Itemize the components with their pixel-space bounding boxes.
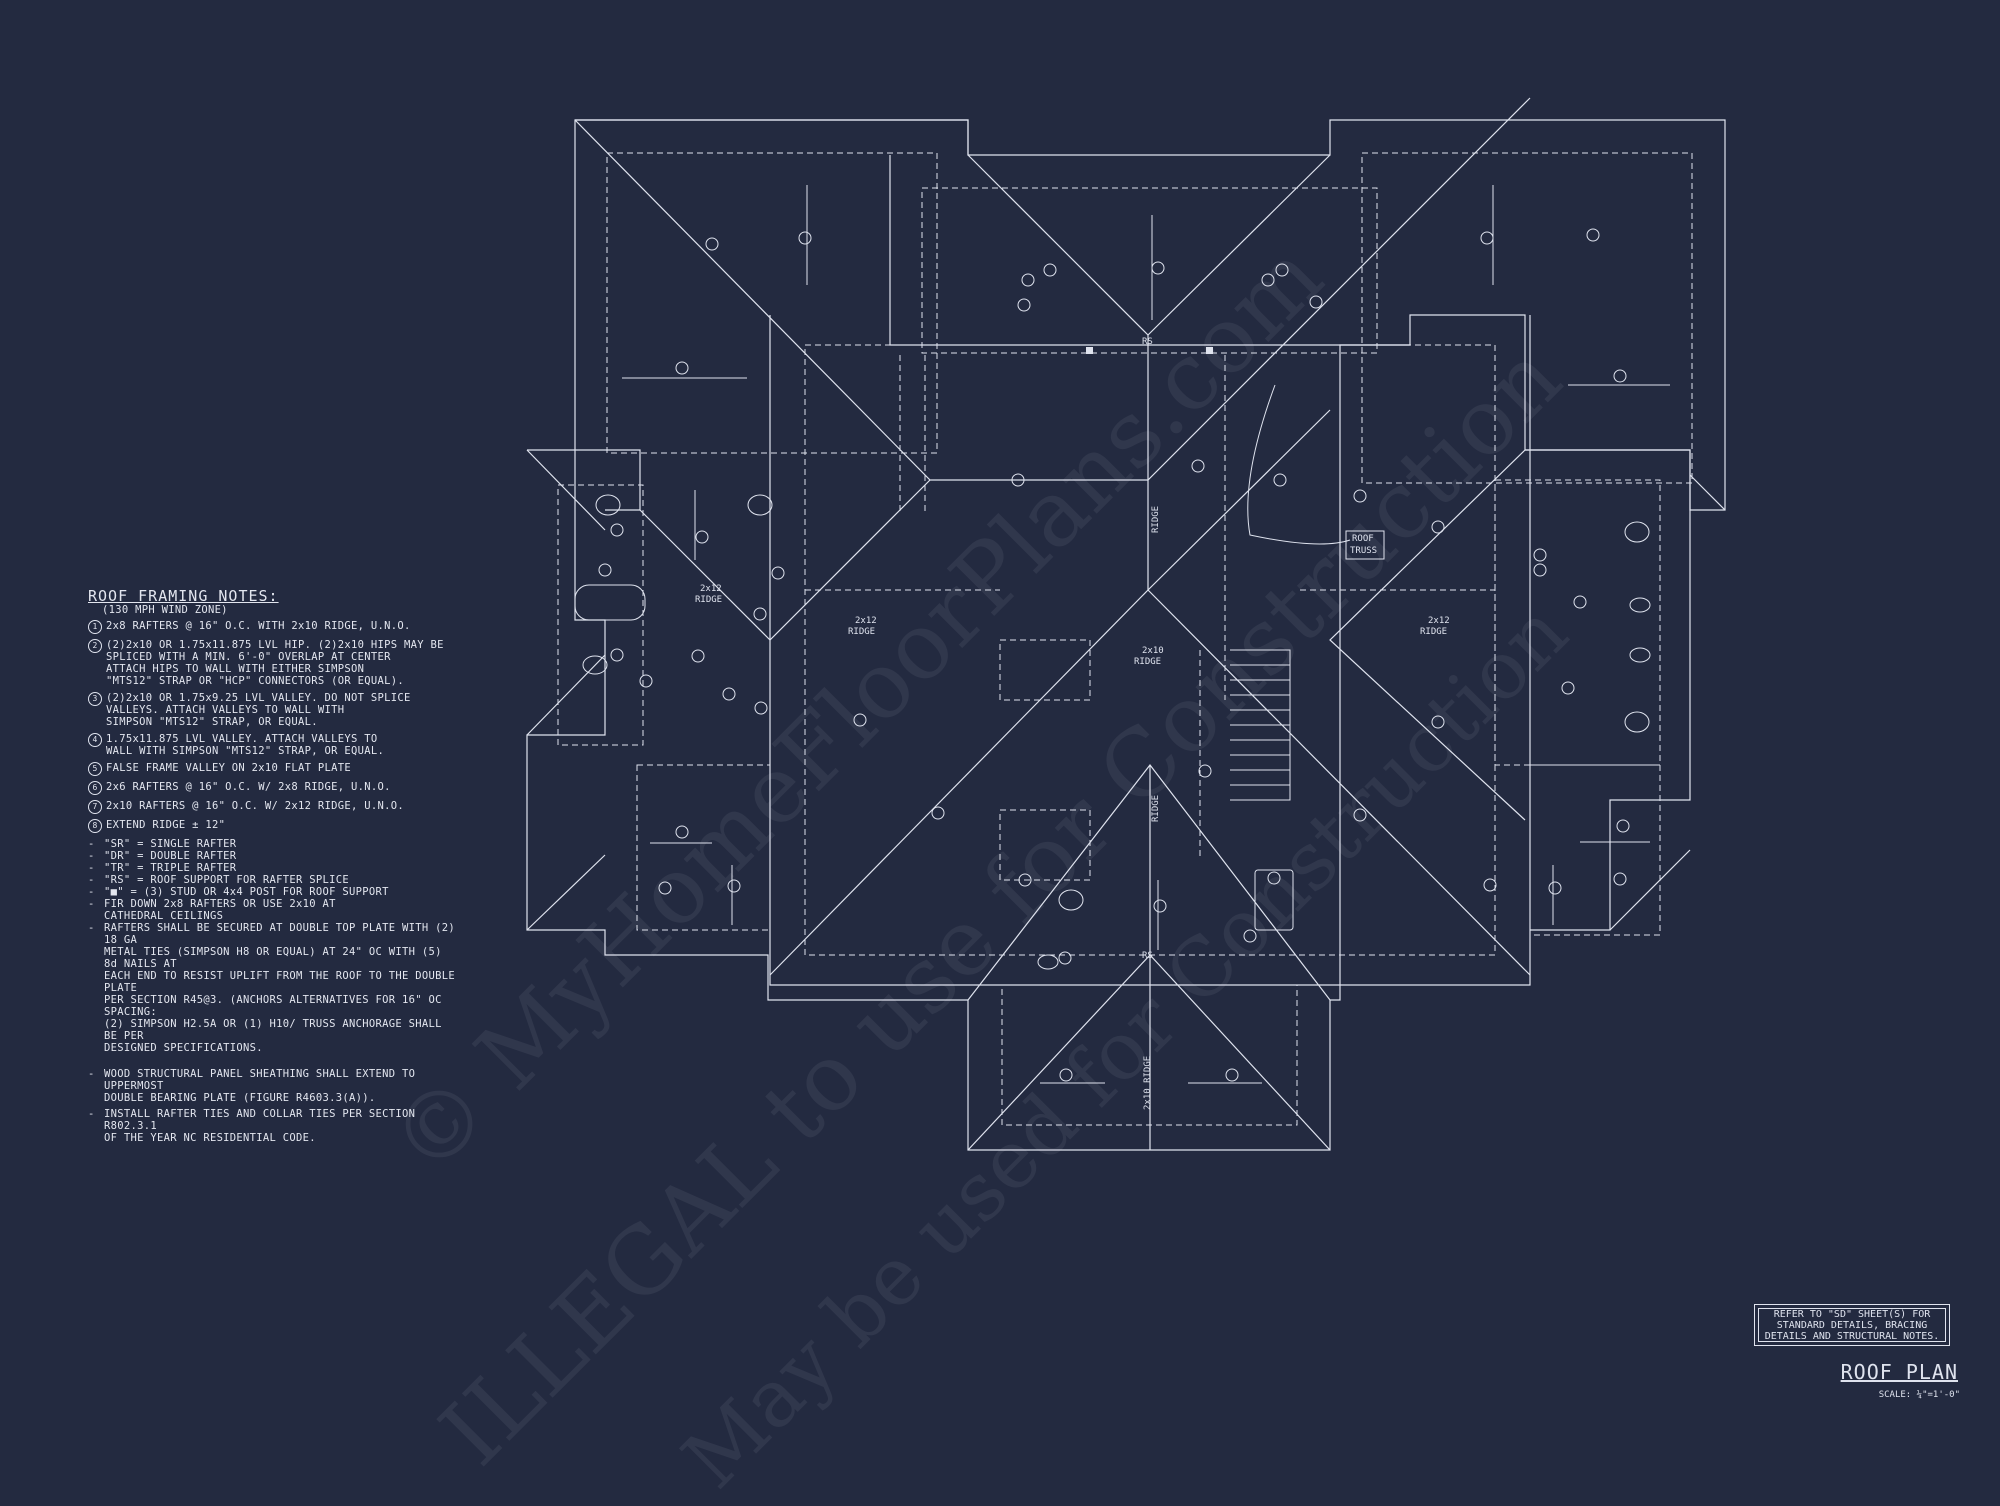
roof-truss-label-line2: TRUSS <box>1350 546 1377 556</box>
rs-label: RS <box>1142 337 1153 347</box>
ridge-size-label: 2x12 <box>1428 616 1450 626</box>
rs-label: RS <box>1142 951 1153 961</box>
ridge-vertical-label: 2x10 RIDGE <box>1143 1056 1153 1110</box>
legend-item: -RAFTERS SHALL BE SECURED AT DOUBLE TOP … <box>88 922 455 1054</box>
legend-item: -"RS" = ROOF SUPPORT FOR RAFTER SPLICE <box>88 874 349 886</box>
sheet-scale: SCALE: ¼"=1'-0" <box>1878 1390 1960 1400</box>
legend-notes: -"SR" = SINGLE RAFTER -"DR" = DOUBLE RAF… <box>88 838 458 1144</box>
note-item: 3(2)2x10 OR 1.75x9.25 LVL VALLEY. DO NOT… <box>88 692 458 728</box>
legend-item: -"■" = (3) STUD OR 4x4 POST FOR ROOF SUP… <box>88 886 389 898</box>
notes-title: ROOF FRAMING NOTES: <box>88 587 279 605</box>
roof-truss-label-line1: ROOF <box>1352 534 1374 544</box>
legend-item: -WOOD STRUCTURAL PANEL SHEATHING SHALL E… <box>88 1068 416 1104</box>
ridge-size-label: 2x10 <box>1142 646 1164 656</box>
note-item: 2(2)2x10 OR 1.75x11.875 LVL HIP. (2)2x10… <box>88 639 458 687</box>
reference-note-box: REFER TO "SD" SHEET(S) FOR STANDARD DETA… <box>1754 1304 1950 1346</box>
ridge-label: RIDGE <box>1134 657 1161 667</box>
wind-zone: (130 MPH WIND ZONE) <box>102 604 228 616</box>
ridge-label: RIDGE <box>1420 627 1447 637</box>
ridge-size-label: 2x12 <box>855 616 877 626</box>
ridge-size-label: 2x12 <box>700 584 722 594</box>
roof-framing-notes: ROOF FRAMING NOTES: (130 MPH WIND ZONE) … <box>88 587 458 1144</box>
legend-item: -"TR" = TRIPLE RAFTER <box>88 862 237 874</box>
legend-item: -FIR DOWN 2x8 RAFTERS OR USE 2x10 AT CAT… <box>88 898 336 922</box>
ridge-vertical-label: RIDGE <box>1151 506 1161 533</box>
ridge-label: RIDGE <box>695 595 722 605</box>
sheet-title: ROOF PLAN <box>1840 1360 1958 1384</box>
ridge-label: RIDGE <box>848 627 875 637</box>
legend-item: -INSTALL RAFTER TIES AND COLLAR TIES PER… <box>88 1108 416 1144</box>
legend-item: -"DR" = DOUBLE RAFTER <box>88 850 237 862</box>
ridge-vertical-label: RIDGE <box>1151 795 1161 822</box>
roof-outline <box>526 119 1726 1151</box>
legend-item: -"SR" = SINGLE RAFTER <box>88 838 237 850</box>
